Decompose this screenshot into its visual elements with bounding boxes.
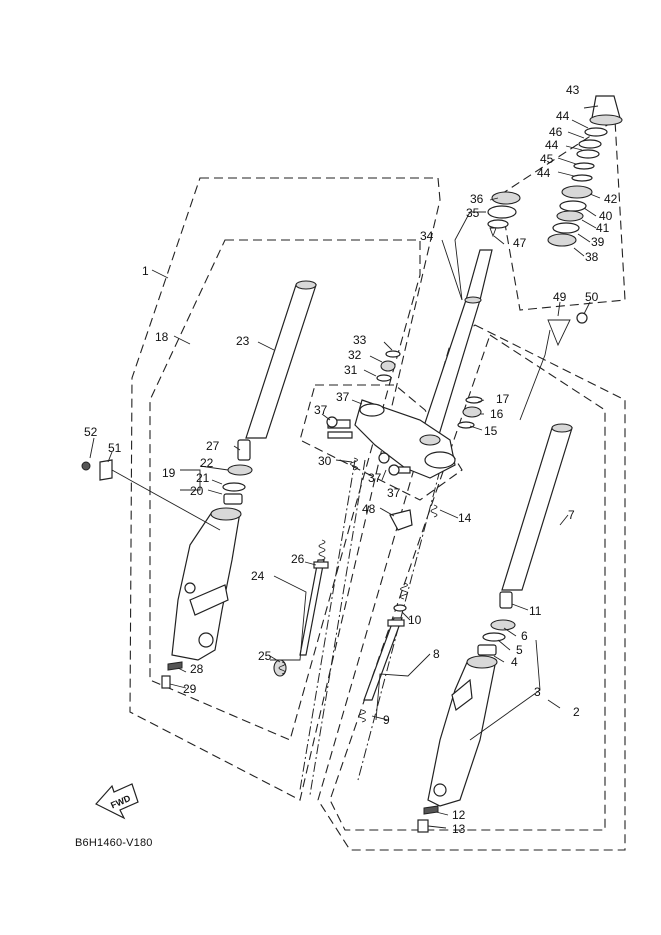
callout-12: 12: [452, 808, 466, 822]
callout-11: 11: [529, 604, 542, 618]
callout-24: 24: [251, 569, 265, 583]
springs: [278, 457, 438, 723]
callout-29: 29: [183, 682, 197, 696]
group-outlines: [129, 119, 626, 851]
left-fork-small-parts: [161, 439, 329, 689]
steering-stem-34: [419, 249, 493, 439]
callout-46: 46: [549, 125, 563, 139]
lower-bracket: [354, 399, 456, 479]
callout-51: 51: [108, 441, 122, 455]
callout-16: 16: [490, 407, 504, 421]
callout-20: 20: [190, 484, 204, 498]
cable-guide-49-51: [81, 312, 588, 531]
callout-38: 38: [585, 250, 599, 264]
callout-labels: 1 2 3 4 5 6 7 8 9 10 11 12 13 14 15 16 1…: [84, 83, 618, 836]
fwd-arrow-icon: FWD: [95, 783, 139, 820]
callout-39: 39: [591, 235, 605, 249]
callout-3: 3: [534, 685, 541, 699]
callout-1: 1: [142, 264, 149, 278]
callout-37d: 37: [387, 486, 401, 500]
callout-37c: 37: [368, 471, 382, 485]
callout-42: 42: [604, 192, 618, 206]
callout-47: 47: [513, 236, 527, 250]
callout-10: 10: [408, 613, 422, 627]
callout-28: 28: [190, 662, 204, 676]
callout-36: 36: [470, 192, 484, 206]
callout-2: 2: [573, 705, 580, 719]
callout-32: 32: [348, 348, 362, 362]
callout-44c: 44: [537, 166, 551, 180]
callout-44a: 44: [556, 109, 570, 123]
callout-44b: 44: [545, 138, 559, 152]
callout-34: 34: [420, 229, 434, 243]
callout-52: 52: [84, 425, 98, 439]
left-fork-tube-23: [245, 280, 317, 439]
reference-code: B6H1460-V180: [75, 837, 153, 849]
callout-48: 48: [362, 502, 376, 516]
callout-19: 19: [162, 466, 176, 480]
callout-18: 18: [155, 330, 169, 344]
callout-7: 7: [568, 508, 575, 522]
callout-37b: 37: [314, 403, 328, 417]
callout-43: 43: [566, 83, 580, 97]
callout-4: 4: [511, 655, 518, 669]
right-fork-outer-tube: [427, 655, 498, 807]
callout-27: 27: [206, 439, 220, 453]
callout-31: 31: [344, 363, 358, 377]
callout-6: 6: [521, 629, 528, 643]
callout-13: 13: [452, 822, 466, 836]
right-fork-small-parts: [363, 396, 516, 833]
callout-41: 41: [596, 221, 610, 235]
callout-8: 8: [433, 647, 440, 661]
callout-23: 23: [236, 334, 250, 348]
callout-5: 5: [516, 643, 523, 657]
callout-50: 50: [585, 290, 599, 304]
left-fork-outer-tube: [171, 507, 242, 661]
callout-33: 33: [353, 333, 367, 347]
callout-22: 22: [200, 456, 214, 470]
callout-15: 15: [484, 424, 498, 438]
callout-9: 9: [383, 713, 390, 727]
callout-25: 25: [258, 649, 272, 663]
callout-14: 14: [458, 511, 472, 525]
callout-21: 21: [196, 471, 210, 485]
callout-37a: 37: [336, 390, 350, 404]
callout-26: 26: [291, 552, 305, 566]
callout-17: 17: [496, 392, 510, 406]
bearing-stack: [487, 95, 623, 247]
callout-45: 45: [540, 152, 554, 166]
callout-49: 49: [553, 290, 567, 304]
callout-35: 35: [466, 206, 480, 220]
right-fork-tube-7: [501, 423, 573, 591]
leader-lines: [89, 105, 601, 829]
callout-30: 30: [318, 454, 332, 468]
callout-40: 40: [599, 209, 613, 223]
stem-small-parts: [326, 227, 497, 531]
